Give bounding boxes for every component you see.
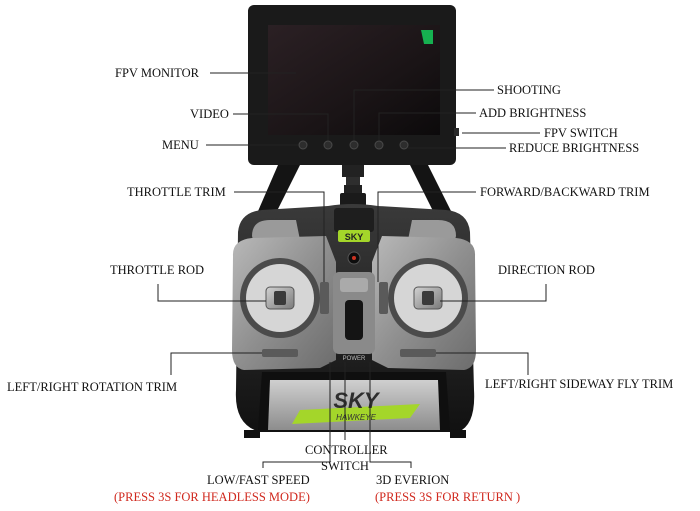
leader-direction-rod — [440, 284, 547, 302]
bottom-logo-sub: HAWKEYE — [336, 413, 377, 422]
label-reduce-brightness: REDUCE BRIGHTNESS — [509, 141, 640, 155]
label-left-right-rotation-trim: LEFT/RIGHT ROTATION TRIM — [7, 380, 178, 394]
label-fpv-switch: FPV SWITCH — [544, 126, 618, 140]
leader-shooting — [353, 89, 494, 140]
label-throttle-rod: THROTTLE ROD — [110, 263, 205, 277]
leader-lines — [157, 72, 547, 468]
leader-video — [233, 113, 329, 140]
logo-swoosh — [292, 404, 420, 424]
shooting-button — [349, 140, 359, 150]
leader-sideway-trim — [436, 352, 529, 375]
power-label: POWER — [343, 356, 366, 362]
label-add-brightness: ADD BRIGHTNESS — [479, 106, 587, 120]
leader-3d-everion — [369, 362, 412, 468]
leader-low-fast-speed — [262, 362, 331, 468]
label-throttle-trim: THROTTLE TRIM — [127, 185, 226, 199]
label-controller-switch-line2: SWITCH — [321, 459, 369, 473]
bottom-logo: SKY — [333, 388, 381, 413]
leader-throttle-trim — [234, 191, 325, 282]
video-button — [323, 140, 333, 150]
top-badge: SKY — [345, 232, 364, 242]
label-left-right-sideway-fly-trim: LEFT/RIGHT SIDEWAY FLY TRIM — [485, 377, 674, 391]
controller-body: SKY POWER SKY HAWKEYE — [232, 204, 476, 438]
fpv-monitor — [248, 5, 459, 165]
label-controller-switch: CONTROLLER SWITCH — [305, 443, 388, 473]
leader-rotation-trim — [170, 352, 262, 375]
leader-add-brightness — [378, 112, 476, 140]
label-3d-everion-note: (PRESS 3S FOR RETURN ) — [375, 490, 521, 504]
leader-forward-backward-trim — [377, 191, 476, 282]
label-controller-switch-line1: CONTROLLER — [305, 443, 388, 457]
fpv-switch-knob — [454, 128, 459, 136]
label-direction-rod: DIRECTION ROD — [498, 263, 595, 277]
label-video: VIDEO — [190, 107, 229, 121]
menu-button — [298, 140, 308, 150]
screen-indicator — [421, 30, 433, 44]
label-fpv-monitor: FPV MONITOR — [115, 66, 199, 80]
label-3d-everion: 3D EVERION — [376, 473, 450, 487]
leader-throttle-rod — [157, 284, 266, 302]
label-low-fast-speed-note: (PRESS 3S FOR HEADLESS MODE) — [114, 490, 310, 504]
label-menu: MENU — [162, 138, 199, 152]
reduce-brightness-button — [399, 140, 409, 150]
label-shooting: SHOOTING — [497, 83, 561, 97]
top-badge-bg — [338, 230, 370, 242]
add-brightness-button — [374, 140, 384, 150]
label-low-fast-speed: LOW/FAST SPEED — [207, 473, 310, 487]
label-forward-backward-trim: FORWARD/BACKWARD TRIM — [480, 185, 650, 199]
